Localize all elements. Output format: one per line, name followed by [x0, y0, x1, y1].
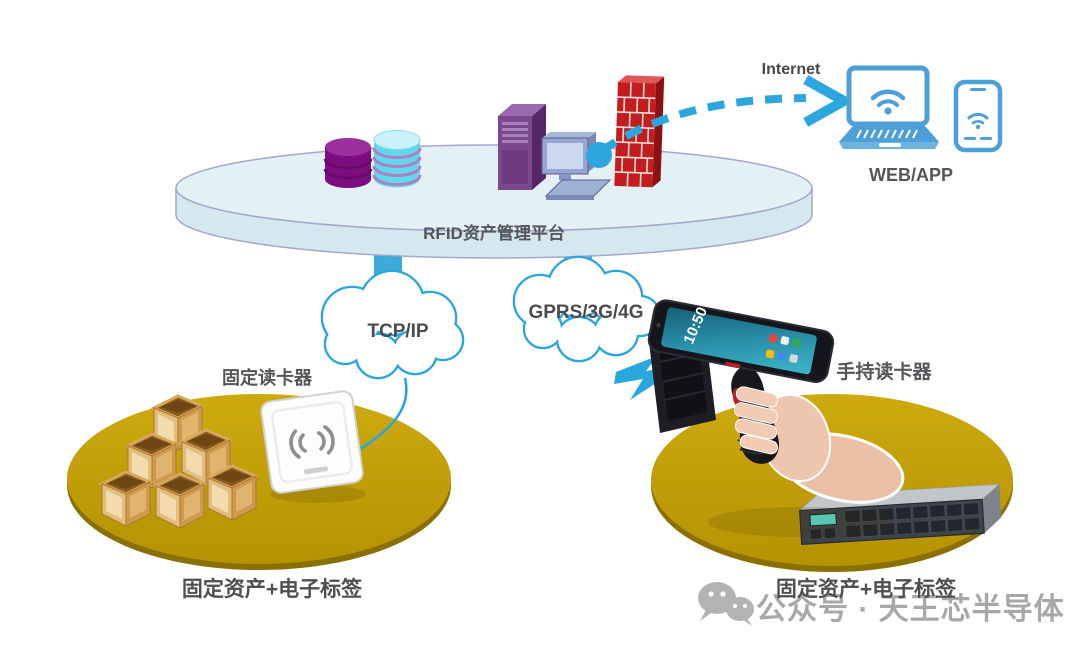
cardboard-box-icon: [100, 470, 152, 528]
webapp-label: WEB/APP: [869, 165, 953, 185]
fixed-reader-device: [260, 390, 364, 494]
tcpip-label: TCP/IP: [367, 321, 429, 342]
internet-dashed-arrow: [598, 94, 807, 155]
laptop-icon: [839, 65, 939, 149]
storage-icon: [372, 130, 422, 188]
handheld-reader-device: 10:50: [647, 299, 905, 537]
gprs-label: GPRS/3G/4G: [528, 302, 643, 323]
cardboard-box-icon: [206, 464, 258, 522]
internet-label: Internet: [762, 61, 821, 78]
cloud-tail-line: [354, 377, 408, 454]
wechat-icon: [698, 582, 754, 626]
workstation-icon: [541, 132, 612, 200]
tcpip-cloud: [320, 269, 465, 380]
watermark-text: 公众号 · 天王芯半导体: [756, 593, 1065, 626]
lightning-bolt-icon: [614, 356, 684, 400]
handheld-reader-label: 手持读卡器: [836, 360, 932, 383]
left-assets-label: 固定资产+电子标签: [182, 577, 363, 601]
database-icon: [323, 138, 373, 188]
device-phone: 10:50: [647, 299, 835, 384]
fingers: [733, 386, 779, 455]
smartphone-icon: [953, 79, 1003, 153]
app-icons: [765, 333, 802, 363]
cardboard-box-icon: [154, 472, 206, 530]
wifi-icon: [870, 89, 906, 115]
rfid-antenna-icon: [289, 425, 335, 459]
arrowhead-icon: [803, 75, 855, 127]
server-tower-icon: [498, 104, 546, 190]
fixed-reader-label: 固定读卡器: [222, 367, 313, 388]
gprs-cloud: [512, 255, 662, 363]
right-assets-label: 固定资产+电子标签: [776, 577, 957, 601]
platform-label: RFID资产管理平台: [423, 223, 565, 243]
server-rack-icon: [798, 483, 1002, 545]
